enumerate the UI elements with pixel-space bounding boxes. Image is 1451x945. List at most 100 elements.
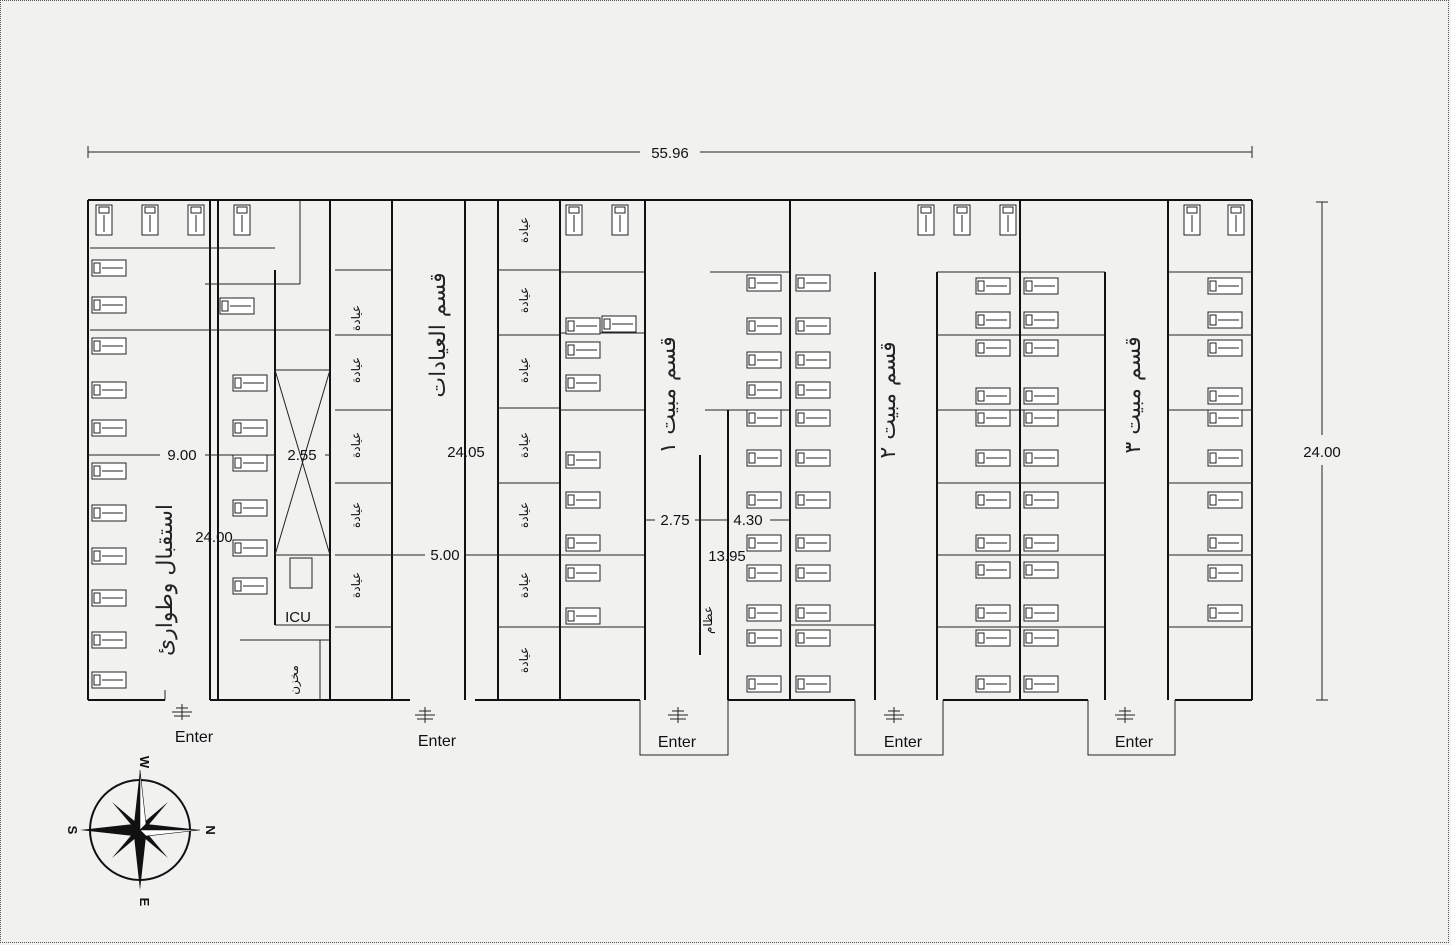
bed-icon <box>141 204 159 236</box>
bed-icon <box>1207 604 1243 622</box>
ward-1-section-label: قسم مبيت ١ <box>656 336 681 453</box>
bed-icon <box>1207 339 1243 357</box>
corridor-a-label: 2.55 <box>287 447 316 464</box>
bed-icon <box>1023 277 1059 295</box>
bed-icon <box>975 491 1011 509</box>
clinic-label: عيادة <box>349 305 363 331</box>
bed-icon <box>565 204 583 236</box>
clinics-block <box>335 200 561 700</box>
clinic-label: عيادة <box>517 217 531 243</box>
bed-icon <box>795 409 831 427</box>
bed-icon <box>91 504 127 522</box>
bed-icon <box>232 577 268 595</box>
compass-north-label: N <box>203 825 218 834</box>
room-labels: عيادة عيادة عيادة عيادة عيادة عيادة عياد… <box>285 217 715 695</box>
bed-icon <box>795 675 831 693</box>
enter-label: Enter <box>1115 734 1154 751</box>
section-labels: استقبال وطوارئ قسم العيادات قسم مبيت ١ ق… <box>153 272 1146 656</box>
bed-icon <box>91 419 127 437</box>
bed-icon <box>219 297 255 315</box>
bed-icon <box>232 499 268 517</box>
overall-depth-label: 24.00 <box>1303 444 1341 461</box>
bed-icon <box>565 534 601 552</box>
bed-icon <box>565 317 601 335</box>
outer-walls <box>87 199 1253 756</box>
clinic-label: عيادة <box>517 572 531 598</box>
interior-dimensions: 9.00 2.55 24.00 24.05 5.00 2.75 4.30 13.… <box>88 444 790 565</box>
bed-icon <box>975 604 1011 622</box>
clinic-label: عيادة <box>517 502 531 528</box>
bed-icon <box>565 341 601 359</box>
bed-icon <box>1207 564 1243 582</box>
bed-icon <box>1227 204 1245 236</box>
clinic-corridor-label: 5.00 <box>430 547 459 564</box>
bed-icon <box>565 564 601 582</box>
bed-icon <box>975 339 1011 357</box>
ward-3-section-label: قسم مبيت ٣ <box>1121 336 1146 453</box>
bed-icon <box>795 274 831 292</box>
bed-icon <box>975 629 1011 647</box>
entrances: Enter Enter Enter Enter Enter <box>172 704 1154 751</box>
bed-icon <box>746 317 782 335</box>
bed-icon <box>187 204 205 236</box>
bed-icon <box>95 204 113 236</box>
bed-icon <box>233 204 251 236</box>
bed-icon <box>1207 277 1243 295</box>
enter-label: Enter <box>418 733 457 750</box>
bed-icon <box>746 534 782 552</box>
bed-icon <box>232 539 268 557</box>
bed-icon <box>975 387 1011 405</box>
bed-icon <box>91 381 127 399</box>
bed-icon <box>232 419 268 437</box>
bed-icon <box>1207 311 1243 329</box>
bed-icon <box>746 409 782 427</box>
bed-icon <box>1023 629 1059 647</box>
icu-label: ICU <box>285 609 311 626</box>
bed-icon <box>746 491 782 509</box>
bed-icon <box>232 374 268 392</box>
beds-layer <box>91 204 1245 693</box>
clinic-label: عيادة <box>349 502 363 528</box>
bed-icon <box>999 204 1017 236</box>
bed-icon <box>975 277 1011 295</box>
bed-icon <box>91 631 127 649</box>
bed-icon <box>91 462 127 480</box>
compass-east-label: E <box>137 898 152 907</box>
entrance-5: Enter <box>1115 707 1154 751</box>
bed-icon <box>611 204 629 236</box>
compass-south-label: S <box>65 826 80 835</box>
bed-icon <box>1207 409 1243 427</box>
bed-icon <box>746 604 782 622</box>
bed-icon <box>1207 491 1243 509</box>
bed-icon <box>1207 387 1243 405</box>
entrance-4: Enter <box>884 707 923 751</box>
bed-icon <box>795 629 831 647</box>
overall-width-dimension: 55.96 <box>87 145 1253 162</box>
bed-icon <box>91 589 127 607</box>
ward-2-section-label: قسم مبيت ٢ <box>876 341 901 458</box>
ward-2-block <box>936 200 1106 700</box>
bed-icon <box>746 564 782 582</box>
bed-icon <box>91 547 127 565</box>
bed-icon <box>1023 675 1059 693</box>
bed-icon <box>975 675 1011 693</box>
ward-length-label: 13.95 <box>708 548 746 565</box>
bones-label: عظام <box>701 606 715 634</box>
bed-icon <box>795 317 831 335</box>
bed-icon <box>565 451 601 469</box>
enter-label: Enter <box>884 734 923 751</box>
clinic-label: عيادة <box>349 432 363 458</box>
store-label: مخزن <box>287 665 302 695</box>
ward-room-label: 4.30 <box>733 512 762 529</box>
reception-depth-label: 24.00 <box>195 529 233 546</box>
entrance-3: Enter <box>658 707 697 751</box>
bed-icon <box>975 311 1011 329</box>
bed-icon <box>1023 311 1059 329</box>
bed-icon <box>746 274 782 292</box>
clinic-label: عيادة <box>349 572 363 598</box>
bed-icon <box>795 534 831 552</box>
overall-depth-dimension: 24.00 <box>1303 201 1341 701</box>
clinic-label: عيادة <box>517 647 531 673</box>
